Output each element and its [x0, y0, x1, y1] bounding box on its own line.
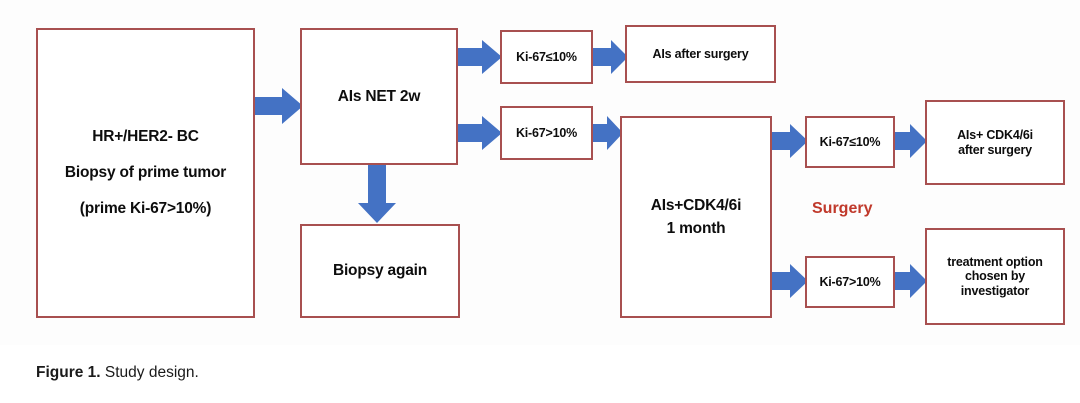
node-cond-net-low-line-1: Ki-67≤10% — [516, 49, 577, 64]
node-cond-cdk-high[interactable]: Ki-67>10% — [805, 256, 895, 308]
arrow-ainet-to-biopsy-again — [358, 163, 396, 223]
arrow-cond-low-to-ai-cdk-after-surgery — [893, 124, 927, 158]
node-ai-after-surgery-line-1: AIs after surgery — [652, 46, 749, 61]
arrow-ainet-to-cond-low — [456, 40, 502, 74]
node-ai-cdk-after-surgery[interactable]: AIs+ CDK4/6i after surgery — [925, 100, 1065, 185]
node-cond-net-low[interactable]: Ki-67≤10% — [500, 30, 593, 84]
node-enrollment-line-1: HR+/HER2- BC — [92, 128, 199, 146]
figure-caption-label: Figure 1. — [36, 364, 101, 381]
node-ai-net-line-1: AIs NET 2w — [337, 87, 421, 105]
node-enrollment[interactable]: HR+/HER2- BC Biopsy of prime tumor (prim… — [36, 28, 255, 318]
node-investigator-choice-line-2: chosen by — [964, 269, 1026, 284]
figure-caption: Figure 1. Study design. — [36, 364, 199, 382]
node-ai-cdk-after-surgery-line-2: after surgery — [958, 142, 1032, 157]
node-ai-cdk-line-2: 1 month — [666, 219, 726, 237]
node-investigator-choice-line-3: investigator — [960, 283, 1030, 298]
arrow-cond-low-to-ai-after-surgery — [592, 40, 628, 74]
node-biopsy-again[interactable]: Biopsy again — [300, 224, 460, 318]
node-ai-cdk-line-1: AIs+CDK4/6i — [650, 196, 742, 214]
node-cond-net-high[interactable]: Ki-67>10% — [500, 106, 593, 160]
node-ai-after-surgery[interactable]: AIs after surgery — [625, 25, 776, 83]
node-enrollment-line-3: (prime Ki-67>10%) — [79, 199, 212, 217]
node-investigator-choice[interactable]: treatment option chosen by investigator — [925, 228, 1065, 325]
node-ai-cdk-after-surgery-line-1: AIs+ CDK4/6i — [957, 128, 1033, 143]
arrow-cond-high-to-ai-cdk — [592, 116, 623, 150]
flowchart-canvas: HR+/HER2- BC Biopsy of prime tumor (prim… — [36, 25, 1065, 325]
arrow-ai-cdk-to-cond-low — [770, 124, 808, 158]
node-cond-cdk-high-line-1: Ki-67>10% — [819, 274, 881, 289]
node-biopsy-again-line-1: Biopsy again — [332, 262, 428, 280]
surgery-annotation: Surgery — [812, 200, 873, 217]
arrow-enrollment-to-ainet — [255, 88, 303, 124]
node-cond-cdk-low-line-1: Ki-67≤10% — [819, 134, 881, 149]
node-cond-net-high-line-1: Ki-67>10% — [515, 125, 578, 140]
node-investigator-choice-line-1: treatment option — [947, 254, 1043, 269]
node-cond-cdk-low[interactable]: Ki-67≤10% — [805, 116, 895, 168]
figure-caption-text: Study design. — [100, 364, 199, 381]
arrow-ai-cdk-to-cond-high — [770, 264, 808, 298]
node-enrollment-line-2: Biopsy of prime tumor — [64, 164, 227, 182]
node-ai-net[interactable]: AIs NET 2w — [300, 28, 458, 165]
node-ai-cdk[interactable]: AIs+CDK4/6i 1 month — [620, 116, 772, 318]
arrow-cond-high-to-investigator-choice — [893, 264, 927, 298]
arrow-ainet-to-cond-high — [456, 116, 502, 150]
